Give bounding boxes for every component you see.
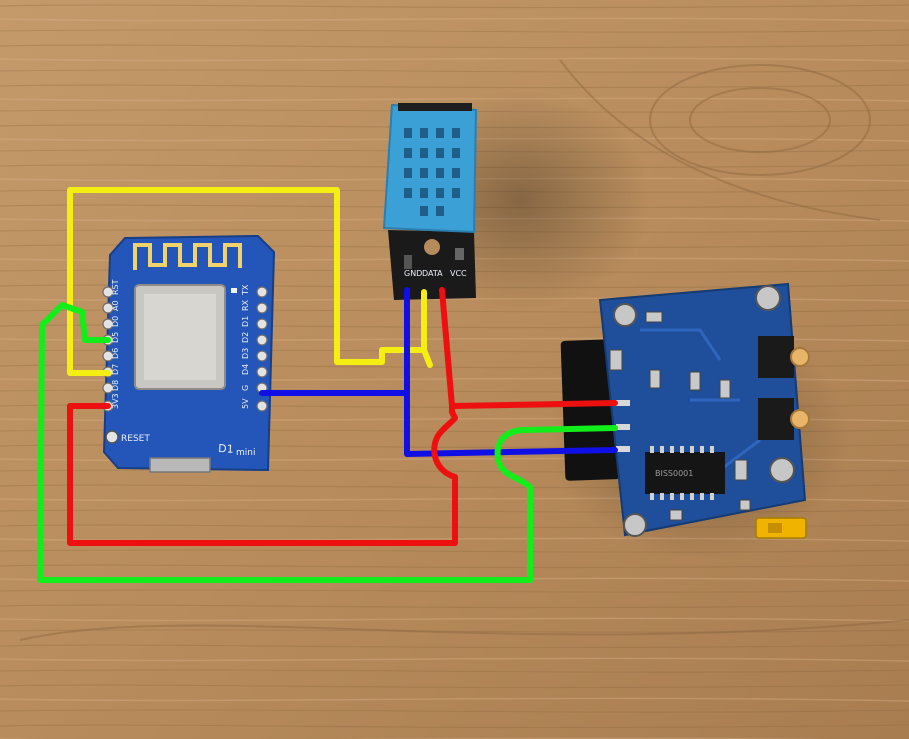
d1-name-label: D1 [218,442,234,456]
dht11-vent-slots [404,128,460,216]
pir-header-pins [616,400,630,452]
dht11-mount-hole [424,239,440,255]
jumper-slot [768,523,782,533]
esp8266-shield-inner [144,294,216,380]
pir-ic [645,452,725,494]
pir-chip-label: BISS0001 [655,469,693,478]
dht11-pin-gnd: GND [404,269,422,278]
capacitors [613,285,795,537]
usb-port [149,457,211,473]
reset-button [105,430,119,444]
d1-model-label: mini [236,448,255,458]
wire-blue-gnd-pir [404,390,618,457]
wire-red-vcc [67,400,618,546]
pir-ic-pins [650,446,714,500]
dht11-resistor [404,255,412,269]
d1-right-pin-d3: D3 [241,348,250,359]
d1-left-pin-a0: A0 [111,300,120,311]
d1-left-pin-d0: D0 [111,316,120,327]
wire-red-dht [439,287,455,409]
d1-right-pin-5v: 5V [241,398,250,409]
dht11-pcb [388,230,476,300]
d1-right-pin-g: G [241,385,250,391]
d1-right-pin-rx: RX [241,299,250,311]
d1-right-pin-d1: D1 [241,316,250,327]
d1-left-pin-d7: D7 [111,364,120,375]
d1-right-pin-d4: D4 [241,364,250,375]
led [231,288,237,293]
d1-right-pin-d2: D2 [241,332,250,343]
reset-label: RESET [121,434,150,444]
smd-components [609,311,751,521]
dht11-pin-vcc: VCC [450,269,467,278]
potentiometers [758,336,810,440]
wire-yellow-stub [421,347,433,368]
wood-knots [19,59,909,641]
d1-left-pin-d5: D5 [111,332,120,343]
dht11-pin-data: DATA [422,269,443,278]
wifi-antenna-trace [133,243,242,270]
dht11-housing-top [398,103,472,111]
pir-connector [560,339,621,481]
dht11-housing [382,103,478,234]
d1-left-pin-d6: D6 [111,348,120,359]
pir-sensor: BISS0001 [560,282,810,539]
d1-left-pin-d8: D8 [111,380,120,391]
wires [37,187,618,583]
d1-left-pin-rst: RST [111,279,120,295]
d1-right-pin-tx: TX [241,284,250,296]
dht11-smd [455,248,464,260]
d1-left-pin-3v3: 3V3 [111,393,120,409]
wire-green-out [37,302,618,583]
